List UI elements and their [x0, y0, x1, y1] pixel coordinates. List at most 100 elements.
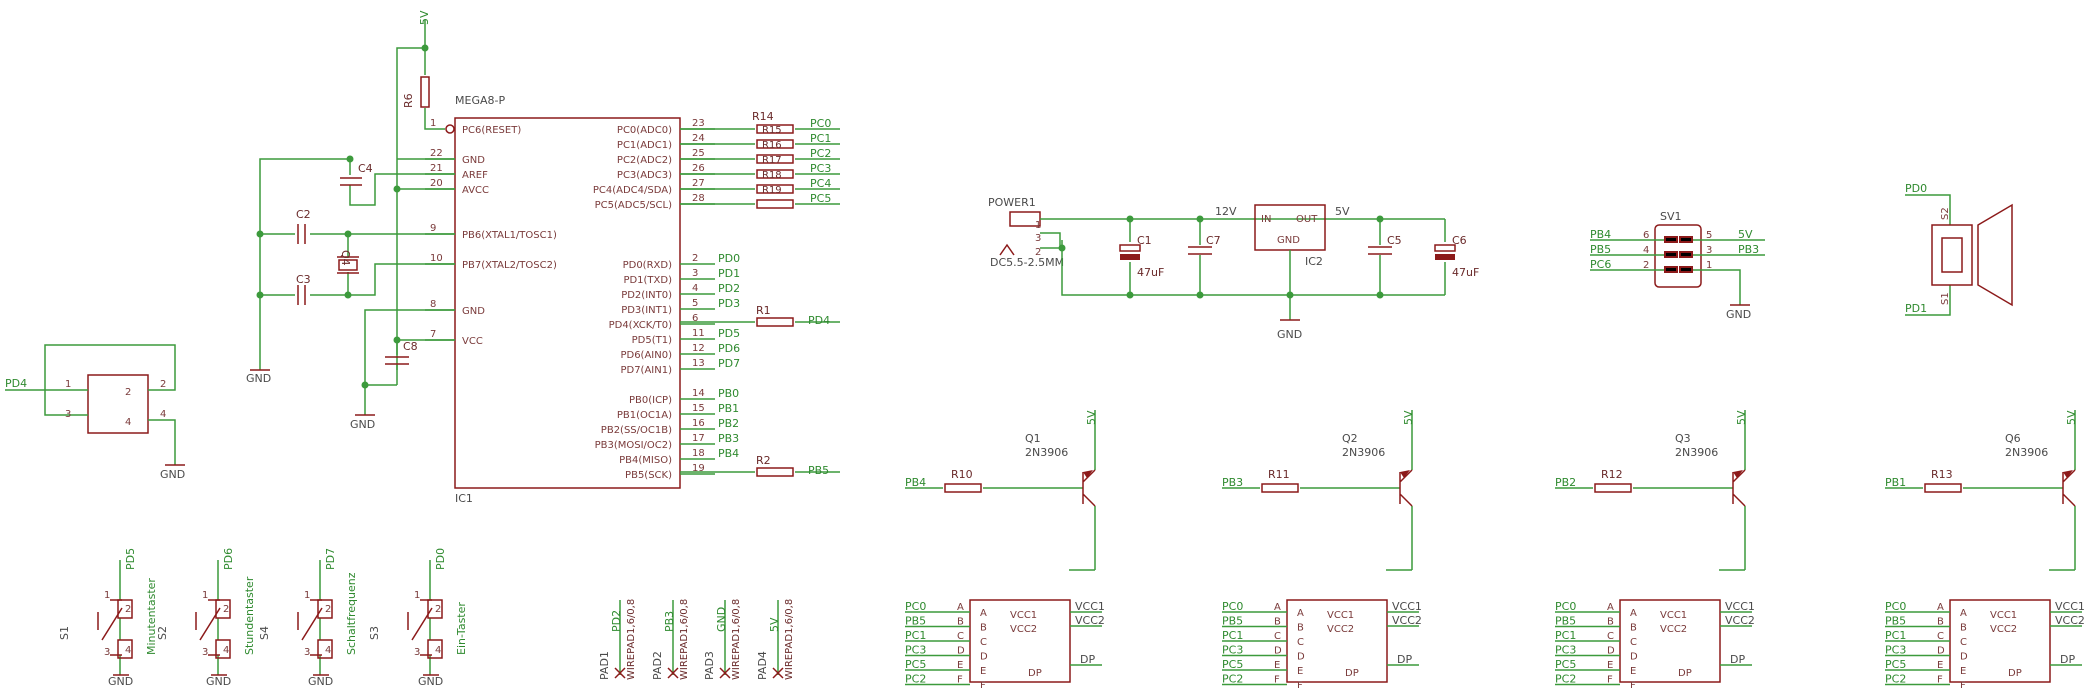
ic1-pin-num-right: 2 — [692, 253, 698, 264]
switch-contact-bottom — [117, 639, 133, 659]
cap-c6 — [1434, 244, 1456, 252]
display-seg-pin: C — [957, 631, 964, 642]
ic1-value: MEGA8-P — [455, 94, 505, 107]
switch-label: Stundentaster — [243, 576, 256, 655]
display-seg-label: D — [1630, 652, 1638, 663]
net-label-pd1: PD1 — [718, 267, 740, 280]
display-seg-pin: E — [1937, 660, 1943, 671]
switch-net: PD6 — [222, 548, 235, 570]
transistor-ref: Q6 — [2005, 432, 2021, 445]
transistor-base-resistor — [1261, 483, 1299, 493]
transistor-5v: 5V — [2065, 410, 2078, 425]
pad-ref: PAD3 — [703, 651, 716, 680]
display-seg-label: E — [980, 666, 986, 677]
opto-pin-1: 1 — [65, 379, 71, 390]
power-pin-1: 1 — [1035, 220, 1041, 231]
display-seg-label: C — [980, 637, 987, 648]
sv1-pin-2: 2 — [1643, 260, 1649, 271]
ic1-pin-label-left: AVCC — [462, 185, 489, 196]
display-seg-pin: F — [957, 675, 963, 686]
display-seg-net: PC2 — [1885, 673, 1906, 686]
label-c5: C5 — [1387, 234, 1402, 247]
opto-component: PD4 1 2 3 4 2 4 GND — [5, 344, 185, 481]
ic1-pin-num-right: 3 — [692, 268, 698, 279]
display-vcc1-ext: VCC1 — [1075, 600, 1105, 613]
label-c6-val: 47uF — [1452, 266, 1479, 279]
display-vcc1-ext: VCC1 — [2055, 600, 2085, 613]
ic1-body — [454, 117, 681, 489]
ic2-pin-in: IN — [1261, 214, 1271, 225]
ic1-pin-num-left: 1 — [430, 118, 436, 129]
ic1-pin-label-right: PC3(ADC3) — [617, 170, 672, 181]
display-seg-pin: D — [1937, 646, 1945, 657]
display-seg-pin: E — [1607, 660, 1613, 671]
display-dp-ext: DP — [1080, 653, 1095, 666]
ic1-name: IC1 — [455, 492, 473, 505]
pad-ref: PAD1 — [598, 651, 611, 680]
display-seg-pin: C — [1607, 631, 1614, 642]
ic1-pin-num-left: 9 — [430, 223, 436, 234]
ic1-pin-label-left: AREF — [462, 170, 488, 181]
display-seg-label: F — [1297, 681, 1303, 688]
label-q4: Q4 — [339, 250, 352, 266]
switch-contact-top — [317, 599, 333, 619]
display-seg-pin: B — [1274, 617, 1281, 628]
display-seg-label: D — [980, 652, 988, 663]
switch-pin-4: 4 — [223, 645, 229, 656]
ic1-pin-num-right: 18 — [692, 448, 705, 459]
display-vcc2-ext: VCC2 — [1392, 614, 1422, 627]
net-label-pc0: PC0 — [810, 117, 831, 130]
ic1-pin-label-right: PD5(T1) — [632, 335, 672, 346]
net-label-pc2: PC2 — [810, 147, 831, 160]
power-jack-body — [1009, 211, 1041, 227]
ic1-left-pins: 1PC6(RESET)22GND21AREF20AVCC9PB6(XTAL1/T… — [425, 118, 557, 347]
display-seg-label: F — [980, 681, 986, 688]
ic1-pin-label-right: PC0(ADC0) — [617, 125, 672, 136]
resistor-r1 — [756, 317, 794, 327]
ic1-mega8: MEGA8-P IC1 1PC6(RESET)22GND21AREF20AVCC… — [425, 94, 715, 505]
transistor-base-resistor — [1594, 483, 1632, 493]
display-seg-pin: D — [1607, 646, 1615, 657]
ic2-pin-gnd: GND — [1277, 235, 1300, 246]
display-seg-label: A — [1630, 608, 1637, 619]
speaker-pin-s2: S2 — [1940, 207, 1951, 220]
transistor-type: 2N3906 — [1025, 446, 1068, 459]
label-r16: R16 — [762, 140, 782, 151]
switch-gnd: GND — [418, 675, 443, 688]
resistor-r1-group: R1 PD4 — [680, 304, 840, 327]
display-dp: DP — [1345, 668, 1359, 679]
display-seg-net: PC5 — [905, 658, 926, 671]
switch-gnd: GND — [108, 675, 133, 688]
resistor-r2-group: R2 PB5 — [680, 454, 840, 477]
ic1-pin-label-left: PB6(XTAL1/TOSC1) — [462, 230, 557, 241]
transistor-net-label: PB4 — [905, 476, 926, 489]
switch-contact-bottom — [317, 639, 333, 659]
display-seg-label: B — [1960, 623, 1967, 634]
ic1-pin-label-right: PC4(ADC4/SDA) — [593, 185, 672, 196]
opto-pin-2-ext: 2 — [160, 379, 166, 390]
display-seg-pin: C — [1274, 631, 1281, 642]
ic1-pin-num-right: 19 — [692, 463, 705, 474]
pad-net: GND — [715, 607, 728, 632]
pad-net: 5V — [768, 617, 781, 632]
display-seg-pin: D — [1274, 646, 1282, 657]
label-r2: R2 — [756, 454, 771, 467]
display-vcc1: VCC1 — [1990, 610, 2017, 621]
display-seg-net: PC1 — [905, 629, 926, 642]
display-seg-net: PC5 — [1222, 658, 1243, 671]
ic1-pin-num-right: 24 — [692, 133, 705, 144]
transistor-5v: 5V — [1085, 410, 1098, 425]
sv1-pin-1: 1 — [1706, 260, 1712, 271]
ic1-pin-num-right: 28 — [692, 193, 705, 204]
display-vcc2: VCC2 — [1660, 624, 1687, 635]
switch-contact-top — [117, 599, 133, 619]
display-dp-ext: DP — [2060, 653, 2075, 666]
switch-contact-top — [215, 599, 231, 619]
ic1-pin-label-left: VCC — [462, 336, 483, 347]
display-vcc1: VCC1 — [1327, 610, 1354, 621]
switch-ref: S3 — [368, 626, 381, 640]
transistor-resistor-label: R10 — [951, 468, 973, 481]
